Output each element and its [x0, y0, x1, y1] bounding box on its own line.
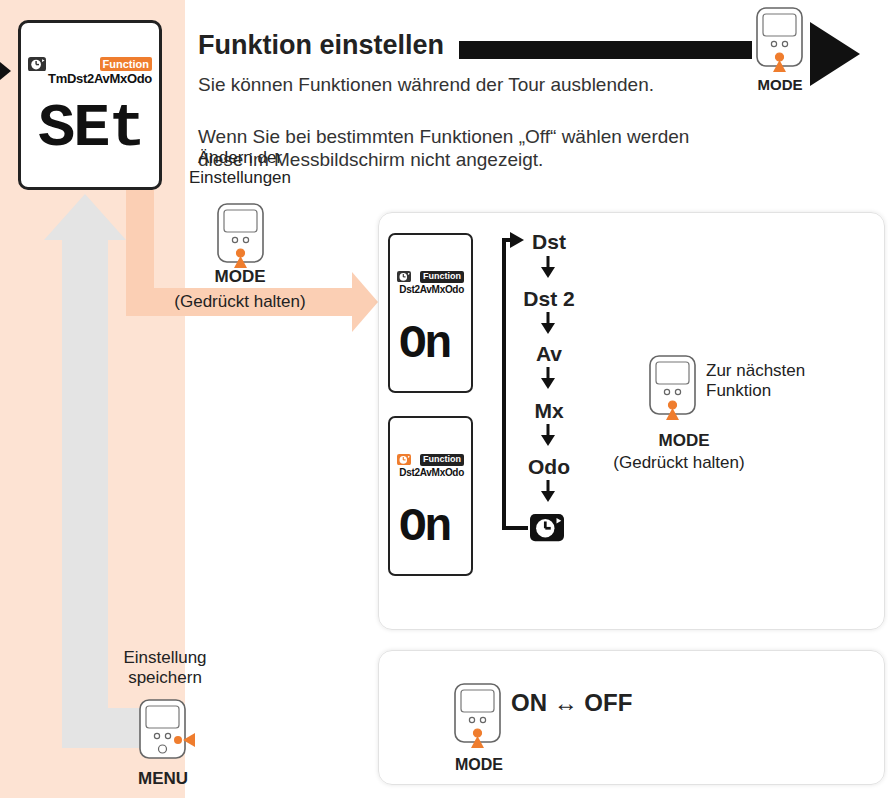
segment-readout: On: [397, 505, 464, 551]
segment-readout: On: [397, 322, 464, 368]
device-icon: [140, 700, 195, 758]
lcd-top-row: Function: [28, 57, 152, 71]
clock-icon: [530, 514, 564, 541]
caption-label: (Gedrückt halten): [171, 292, 308, 312]
down-arrow: [541, 424, 555, 446]
lcd-display: FunctionDst2AvMxOdoOn: [388, 233, 473, 393]
toggle-text: ON ↔ OFF: [511, 689, 711, 718]
caption-label: MODE: [745, 76, 815, 94]
down-arrow: [541, 367, 555, 389]
device-icon: [218, 204, 263, 268]
device-icon: [455, 684, 500, 748]
function-item: Av: [499, 341, 599, 366]
instruction-text: (Gedrückt halten): [604, 453, 754, 473]
body-text: Sie können Funktionen während der Tour a…: [198, 74, 738, 97]
down-arrow: [541, 480, 555, 502]
mode-tag: Function: [420, 454, 464, 466]
instruction-panel: ON ↔ OFF MODE: [378, 650, 885, 785]
caption-label: MODE: [190, 267, 290, 287]
device-icon: [650, 356, 695, 420]
function-row: Dst2AvMxOdo: [397, 466, 464, 479]
heading: Funktion einstellen: [198, 30, 444, 61]
clock-icon: [397, 454, 411, 465]
lcd-top-row: Function: [397, 454, 464, 466]
mode-tag: Function: [100, 57, 152, 71]
entry-arrow: [0, 62, 11, 80]
function-item: Dst 2: [499, 286, 599, 311]
down-arrow: [541, 256, 555, 278]
lcd-top-row: Function: [397, 271, 464, 283]
loop-arrowhead: [510, 232, 524, 248]
lcd-display: FunctionDst2AvMxOdoOn: [388, 416, 473, 576]
loop-bracket: [504, 240, 528, 528]
down-arrow: [541, 312, 555, 334]
mode-tag: Function: [420, 271, 464, 283]
title-bar: [459, 41, 752, 59]
caption-label: Ändern der Einstellungen: [175, 148, 305, 189]
button-name: MODE: [644, 431, 724, 451]
button-name: MODE: [441, 755, 517, 774]
function-row: Dst2AvMxOdo: [397, 283, 464, 296]
arrowhead: [352, 272, 378, 332]
function-item: Dst: [499, 229, 599, 254]
flow-arrow: [140, 190, 378, 332]
clock-icon: [397, 454, 411, 465]
instruction-text: Zur nächsten Funktion: [706, 361, 836, 402]
clock-icon: [397, 271, 411, 282]
lcd-display: FunctionTmDst2AvMxOdoSEt: [18, 20, 162, 190]
segment-readout: SEt: [28, 98, 152, 160]
function-row: TmDst2AvMxOdo: [28, 71, 152, 88]
next-arrow: [810, 22, 860, 86]
clock-icon: [28, 57, 46, 71]
caption-label: MENU: [128, 769, 198, 789]
caption-label: Einstellung speichern: [100, 648, 230, 689]
clock-icon: [28, 57, 46, 71]
clock-icon: [397, 271, 411, 282]
flow-arrow-band: [140, 190, 354, 302]
instruction-panel: DstDst 2 AvMxOdo Zur nächsten FunktionMODE…: [378, 212, 885, 630]
function-item: Mx: [499, 398, 599, 423]
function-item: Odo: [499, 454, 599, 479]
device-icon: [757, 8, 802, 72]
